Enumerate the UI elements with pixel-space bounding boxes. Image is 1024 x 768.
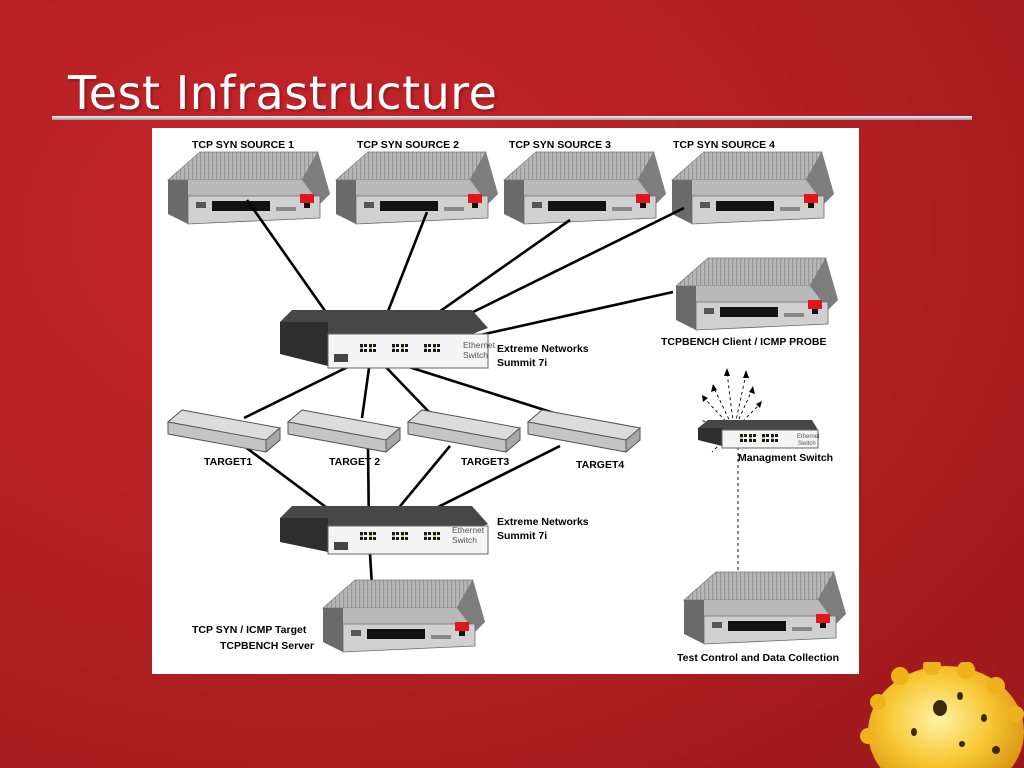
title-divider xyxy=(52,116,972,120)
svg-text:Extreme Networks: Extreme Networks xyxy=(497,343,589,355)
management-switch: Ethernet Switch Managment Switch xyxy=(698,368,833,576)
network-diagram: TCP SYN SOURCE 1 TCP SYN SOURCE 2 TCP SY… xyxy=(152,128,859,674)
slide-title: Test Infrastructure xyxy=(68,66,498,120)
target-4: TARGET4 xyxy=(527,409,641,471)
test-control-data-collection: Test Control and Data Collection xyxy=(677,571,847,664)
svg-text:TARGET4: TARGET4 xyxy=(576,459,624,471)
svg-text:TCP SYN SOURCE 2: TCP SYN SOURCE 2 xyxy=(357,139,459,151)
tcp-syn-source-3: TCP SYN SOURCE 3 xyxy=(503,139,667,225)
svg-text:Summit 7i: Summit 7i xyxy=(497,530,547,542)
tcpbench-server: TCP SYN / ICMP Target TCPBENCH Server xyxy=(192,579,486,653)
tcp-syn-source-1: TCP SYN SOURCE 1 xyxy=(167,139,331,225)
decorative-fruit-image xyxy=(860,662,1024,768)
svg-text:TCP SYN / ICMP Target: TCP SYN / ICMP Target xyxy=(192,624,307,636)
target-3: TARGET3 xyxy=(407,409,521,468)
svg-text:TCP SYN SOURCE 3: TCP SYN SOURCE 3 xyxy=(509,139,611,151)
svg-text:TCP SYN SOURCE 4: TCP SYN SOURCE 4 xyxy=(673,139,775,151)
svg-text:Ethernet: Ethernet xyxy=(452,525,485,535)
svg-text:Switch: Switch xyxy=(798,441,816,447)
svg-text:Switch: Switch xyxy=(463,350,488,360)
svg-text:Extreme Networks: Extreme Networks xyxy=(497,516,589,528)
svg-text:TARGET1: TARGET1 xyxy=(204,456,252,468)
tcp-syn-source-2: TCP SYN SOURCE 2 xyxy=(335,139,499,225)
target-1: TARGET1 xyxy=(167,409,281,468)
extreme-switch-bottom: Ethernet Switch Extreme Networks Summit … xyxy=(280,506,589,555)
links-top xyxy=(243,199,685,420)
svg-text:Ethernet: Ethernet xyxy=(797,434,820,440)
svg-text:TCP SYN SOURCE 1: TCP SYN SOURCE 1 xyxy=(192,139,294,151)
target-2: TARGET 2 xyxy=(287,409,401,468)
svg-text:TCPBENCH Client / ICMP PROBE: TCPBENCH Client / ICMP PROBE xyxy=(661,336,827,348)
svg-text:TARGET 2: TARGET 2 xyxy=(329,456,380,468)
svg-text:Summit 7i: Summit 7i xyxy=(497,357,547,369)
svg-text:Ethernet: Ethernet xyxy=(463,340,496,350)
extreme-switch-top: Ethernet Switch Extreme Networks Summit … xyxy=(280,310,589,369)
tcp-syn-source-4: TCP SYN SOURCE 4 xyxy=(671,139,835,225)
svg-text:Test Control and Data Collecti: Test Control and Data Collection xyxy=(677,652,839,664)
svg-text:TARGET3: TARGET3 xyxy=(461,456,509,468)
svg-text:Managment Switch: Managment Switch xyxy=(738,452,833,464)
tcpbench-client-probe: TCPBENCH Client / ICMP PROBE xyxy=(661,257,839,348)
svg-text:TCPBENCH Server: TCPBENCH Server xyxy=(220,640,314,652)
svg-text:Switch: Switch xyxy=(452,535,477,545)
